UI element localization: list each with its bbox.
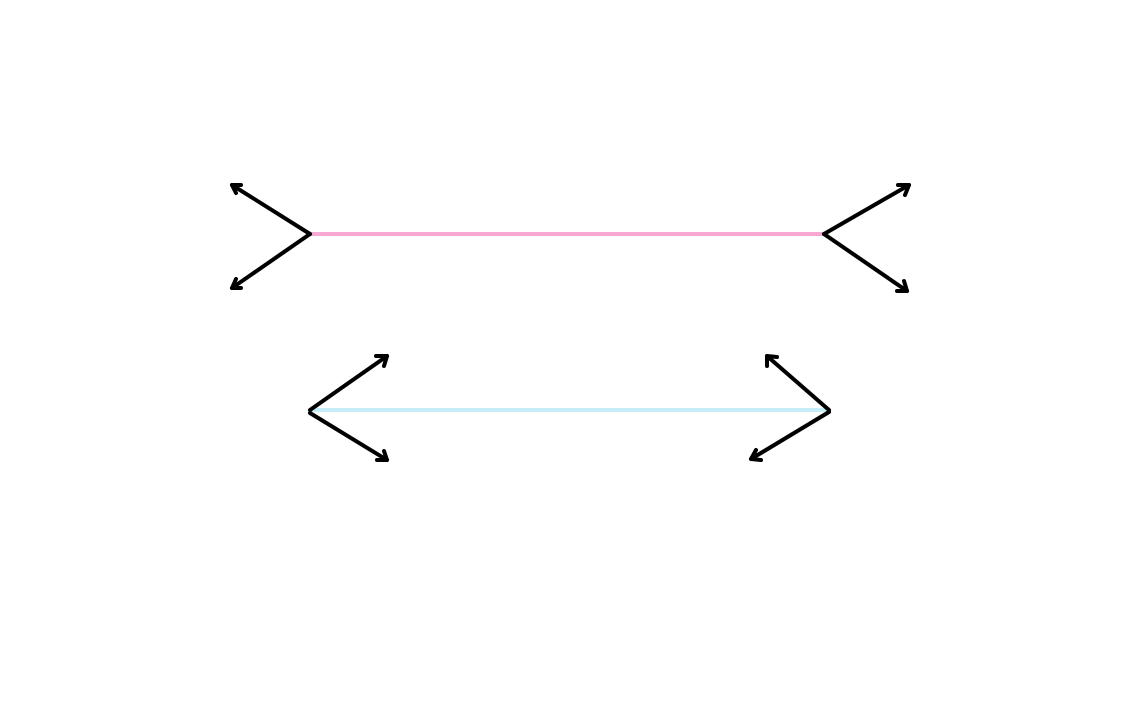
bottom-right-upper-arrow <box>765 354 831 412</box>
top-left-lower-arrow <box>230 232 312 290</box>
bottom-right-lower-arrow <box>749 410 831 462</box>
bottom-left-lower-arrow <box>308 411 389 462</box>
bottom-left-upper-arrow <box>308 354 389 412</box>
top-figure <box>230 183 911 293</box>
top-right-lower-arrow <box>822 232 909 293</box>
top-right-upper-arrow <box>822 183 911 236</box>
bottom-figure <box>308 354 831 462</box>
top-left-upper-arrow <box>230 183 312 236</box>
